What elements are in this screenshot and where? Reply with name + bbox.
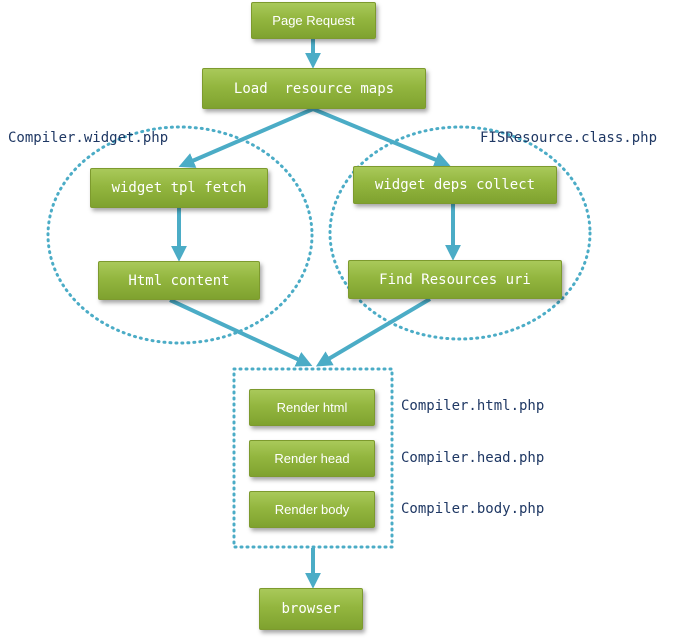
widget-tpl-fetch-node: widget tpl fetch bbox=[90, 168, 268, 208]
load-resource-maps-node: Load resource maps bbox=[202, 68, 426, 109]
page-request-node: Page Request bbox=[251, 2, 376, 39]
html-content-node: Html content bbox=[98, 261, 260, 300]
compiler-html-label: Compiler.html.php bbox=[401, 398, 545, 414]
browser-node: browser bbox=[259, 588, 363, 630]
compiler-widget-group-outline bbox=[46, 125, 314, 345]
render-group-outline bbox=[232, 367, 394, 549]
fis-resource-label: FISResource.class.php bbox=[480, 130, 658, 146]
compiler-body-label: Compiler.body.php bbox=[401, 501, 545, 517]
compiler-head-label: Compiler.head.php bbox=[401, 450, 545, 466]
render-html-node: Render html bbox=[249, 389, 375, 426]
render-head-node: Render head bbox=[249, 440, 375, 477]
arrow-find-resources-to-render-group bbox=[315, 297, 432, 367]
widget-deps-collect-node: widget deps collect bbox=[353, 166, 557, 204]
render-body-node: Render body bbox=[249, 491, 375, 528]
arrow-load-maps-to-widget-tpl-fetch bbox=[178, 107, 314, 168]
fis-resource-group-outline bbox=[328, 125, 592, 341]
arrow-load-maps-to-widget-deps-collect bbox=[312, 107, 451, 168]
arrow-html-content-to-render-group bbox=[169, 298, 313, 367]
find-resources-uri-node: Find Resources uri bbox=[348, 260, 562, 299]
compiler-widget-label: Compiler.widget.php bbox=[8, 130, 169, 146]
